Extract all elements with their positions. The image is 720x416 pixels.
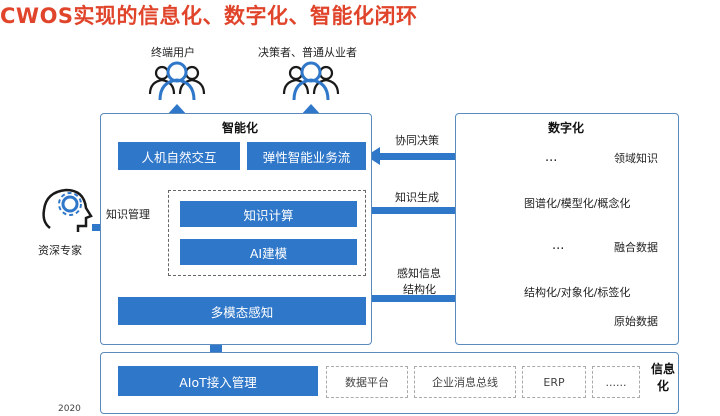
fusion-data-label: 融合数据 — [614, 241, 658, 254]
graph-model-label: 图谱化/模型化/概念化 — [524, 197, 631, 210]
knowledge-gen-label: 知识生成 — [395, 191, 439, 204]
end-users-label: 终端用户 — [151, 46, 195, 59]
page-title: CWOS实现的信息化、数字化、智能化闭环 — [0, 4, 418, 28]
info-title-line2: 化 — [657, 379, 670, 393]
expert-head-icon — [42, 188, 93, 232]
domain-knowledge-label: 领域知识 — [614, 152, 658, 165]
perception-label-line2: 结构化 — [403, 283, 436, 296]
footer-year: 2020 — [58, 404, 81, 414]
decision-makers-label: 决策者、普通从业者 — [258, 46, 357, 59]
elastic-business-box: 弹性智能业务流 — [247, 142, 366, 170]
more-box: ...... — [592, 366, 640, 398]
brain-ellipsis: ... — [545, 150, 558, 165]
compute-dashed-group — [168, 190, 366, 276]
digital-title: 数字化 — [548, 121, 585, 135]
ai-modeling-box: AI建模 — [180, 239, 357, 265]
knowledge-compute-box: 知识计算 — [180, 201, 357, 227]
data-platform-box: 数据平台 — [326, 366, 408, 398]
db-ellipsis: ... — [552, 238, 565, 253]
intelligence-title: 智能化 — [222, 121, 259, 135]
human-interaction-box: 人机自然交互 — [118, 142, 240, 170]
collab-decision-arrow — [366, 147, 462, 165]
multimodal-box: 多模态感知 — [118, 297, 366, 325]
erp-box: ERP — [522, 366, 586, 398]
collab-decision-label: 协同决策 — [395, 134, 439, 147]
info-title-line1: 信息 — [651, 362, 676, 376]
message-bus-box: 企业消息总线 — [414, 366, 516, 398]
expert-label: 资深专家 — [38, 244, 82, 257]
decision-makers-icon — [282, 61, 340, 101]
perception-label-line1: 感知信息 — [397, 267, 441, 280]
knowledge-mgmt-label: 知识管理 — [106, 208, 150, 221]
end-users-icon — [148, 61, 206, 101]
structuring-label: 结构化/对象化/标签化 — [524, 286, 631, 299]
raw-data-label: 原始数据 — [614, 315, 658, 328]
aiot-box: AIoT接入管理 — [118, 366, 318, 396]
digital-panel — [455, 113, 679, 345]
